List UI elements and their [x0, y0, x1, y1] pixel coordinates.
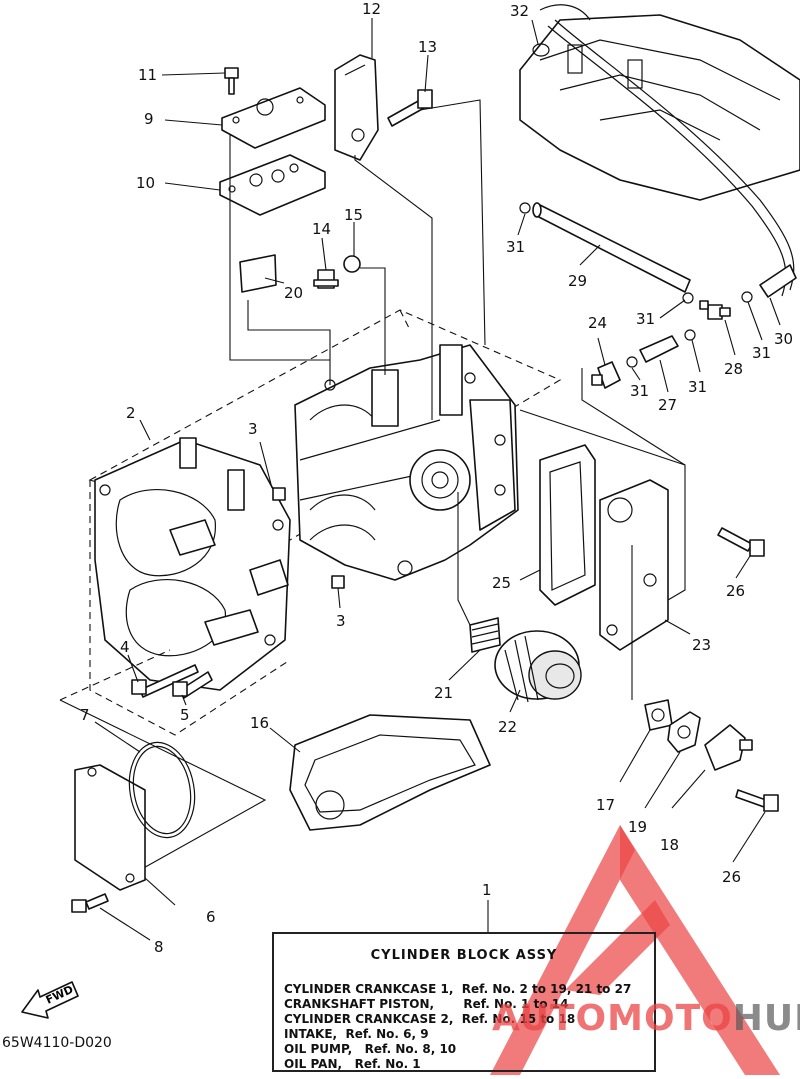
legend-lines: CYLINDER CRANKCASE 1, Ref. No. 2 to 19, …: [284, 982, 631, 1072]
thermostat-cover-part-18: [704, 724, 753, 771]
callout-28: 28: [724, 360, 743, 378]
cover-part-23: [599, 479, 669, 651]
thermostat-part-17: [644, 699, 673, 731]
callout-5: 5: [180, 706, 190, 724]
diagram-code: 65W4110-D020: [2, 1035, 112, 1051]
dowel-pin-part-3b: [331, 575, 345, 589]
upper-housing-part: [519, 4, 800, 297]
callout-31d: 31: [688, 378, 707, 396]
callout-13: 13: [418, 38, 437, 56]
callout-7: 7: [80, 706, 90, 724]
callout-11: 11: [138, 66, 157, 84]
legend-line: OIL PUMP, Ref. No. 8, 10: [284, 1042, 457, 1056]
callout-31c: 31: [752, 344, 771, 362]
gasket-part-16: [289, 714, 491, 831]
callout-22: 22: [498, 718, 517, 736]
gasket-part-19: [667, 711, 701, 753]
spring-part-21: [469, 617, 501, 653]
hose-part-29: [534, 204, 691, 293]
dowel-pin-part-3a: [272, 487, 286, 501]
callout-31b: 31: [636, 310, 655, 328]
callout-25: 25: [492, 574, 511, 592]
clamp-part-32: [532, 43, 550, 57]
fitting-part-24: [591, 361, 621, 389]
callout-20: 20: [284, 284, 303, 302]
callout-2: 2: [126, 404, 136, 422]
bolt-part-4: [131, 664, 199, 698]
callout-1: 1: [482, 881, 492, 899]
clamps-part-31: [519, 202, 753, 368]
oring-part-7: [128, 741, 196, 839]
callout-19: 19: [628, 818, 647, 836]
cylinder-block: [294, 344, 519, 581]
crankcase-dashed-outline-lower: [89, 480, 291, 736]
callout-6: 6: [206, 908, 216, 926]
callout-26a: 26: [726, 582, 745, 600]
callout-10: 10: [136, 174, 155, 192]
callout-31a: 31: [506, 238, 525, 256]
callout-21: 21: [434, 684, 453, 702]
callout-23: 23: [692, 636, 711, 654]
washer-part-15: [343, 255, 361, 273]
gasket-part-10: [219, 154, 326, 216]
callout-18: 18: [660, 836, 679, 854]
callout-14: 14: [312, 220, 331, 238]
intake-cover-part-6: [74, 764, 146, 891]
crankcase-part-2: [94, 437, 291, 691]
hose-part-30: [759, 264, 797, 298]
callout-3a: 3: [248, 420, 258, 438]
hose-part-27: [639, 335, 679, 363]
callout-32: 32: [510, 2, 529, 20]
callout-3b: 3: [336, 612, 346, 630]
bolt-part-13: [387, 89, 433, 127]
fwd-arrow: FWD: [21, 981, 79, 1019]
bolt-part-8: [71, 893, 109, 913]
legend-line: OIL PAN, Ref. No. 1: [284, 1057, 421, 1071]
legend-title: CYLINDER BLOCK ASSY: [370, 948, 558, 963]
hanger-part-12: [334, 54, 379, 161]
callout-9: 9: [144, 110, 154, 128]
callout-30: 30: [774, 330, 793, 348]
callout-26b: 26: [722, 868, 741, 886]
legend-box: CYLINDER BLOCK ASSY CYLINDER CRANKCASE 1…: [272, 932, 656, 1072]
callout-16: 16: [250, 714, 269, 732]
bolt-part-26-lower: [735, 789, 779, 812]
legend-line: CYLINDER CRANKCASE 1, Ref. No. 2 to 19, …: [284, 982, 632, 996]
crankcase-dashed-outline: [88, 309, 562, 541]
bolt-part-26-upper: [717, 527, 765, 557]
plug-part-14: [313, 269, 339, 289]
leader-lines: [94, 18, 781, 941]
oil-filter-part-22: [494, 630, 582, 703]
callout-12: 12: [362, 0, 381, 18]
callout-15: 15: [344, 206, 363, 224]
legend-line: CYLINDER CRANKCASE 2, Ref. No. 15 to 18: [284, 1012, 576, 1026]
callout-29: 29: [568, 272, 587, 290]
callout-27: 27: [658, 396, 677, 414]
bolt-part-11: [224, 67, 239, 95]
callout-8: 8: [154, 938, 164, 956]
bolt-part-5: [172, 671, 213, 699]
callout-31e: 31: [630, 382, 649, 400]
legend-line: INTAKE, Ref. No. 6, 9: [284, 1027, 429, 1041]
joint-part-28: [699, 300, 731, 320]
callout-4: 4: [120, 638, 130, 656]
gasket-part-25: [539, 444, 596, 606]
legend-line: CRANKSHAFT PISTON, Ref. No. 1 to 14: [284, 997, 569, 1011]
callout-17: 17: [596, 796, 615, 814]
callout-24: 24: [588, 314, 607, 332]
sleeve-part-20: [239, 254, 277, 293]
